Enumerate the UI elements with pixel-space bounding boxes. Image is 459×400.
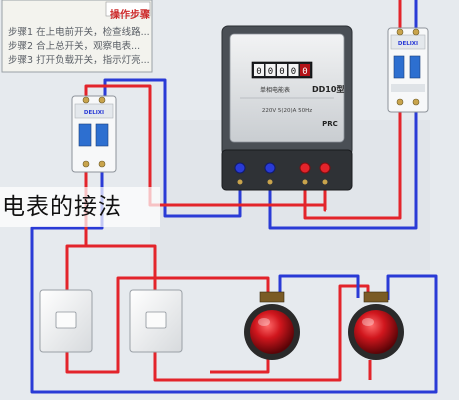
meter-model: DD10型 [312, 84, 344, 94]
meter-digit-cell [265, 64, 276, 76]
wall-switch-1 [39, 289, 93, 353]
lamp1-return [210, 358, 270, 374]
switch1-out [65, 276, 270, 374]
operation-note-card [1, 0, 153, 73]
meter-live-to-breaker [84, 84, 327, 207]
right-breaker-neutral-out [268, 112, 418, 230]
operation-note-step-2: 步骤2 合上总开关，观察电表... [8, 41, 141, 52]
meter-digit: 0 [302, 67, 307, 77]
left-circuit-breaker: DELIXI [71, 95, 117, 173]
right-breaker-brand: DELIXI [398, 41, 418, 47]
meter-digit-cell [277, 64, 287, 76]
right-circuit-breaker: DELIXI [387, 27, 429, 113]
meter-digit-cell [288, 64, 299, 76]
meter-digit-cell [300, 64, 310, 76]
operation-note-title: 操作步骤 [110, 10, 150, 21]
operation-note-step-1: 步骤1 在上电前开关，检查线路... [8, 27, 150, 38]
lamp2-neutral [386, 274, 438, 300]
meter-digit: 0 [268, 67, 273, 77]
operation-note-step-3: 步骤3 打开负载开关，指示灯亮... [8, 55, 150, 66]
meter-digit-cell [254, 64, 264, 76]
right-breaker-live-out [303, 112, 402, 220]
meter-brand: PRC [322, 120, 338, 128]
left-breaker-brand: DELIXI [84, 110, 104, 116]
meter-neutral-out [103, 78, 242, 218]
diagram-caption: 电表的接法 [0, 187, 160, 227]
meter-digit: 0 [256, 67, 261, 77]
lamp-1 [244, 291, 300, 360]
meter-digit: 0 [291, 67, 296, 77]
wall-switch-2 [129, 289, 183, 353]
meter-digit: 0 [279, 67, 284, 77]
meter-terminal-block [221, 149, 353, 191]
switch1-live-link [67, 244, 157, 305]
switch2-out [153, 284, 370, 382]
meter-name: 单相电能表 [260, 86, 290, 94]
lamp-2 [348, 291, 404, 360]
lamp1-neutral [278, 274, 360, 300]
meter-plate-text: 220V 5(20)A 50Hz [262, 108, 312, 114]
wires [30, 0, 438, 394]
